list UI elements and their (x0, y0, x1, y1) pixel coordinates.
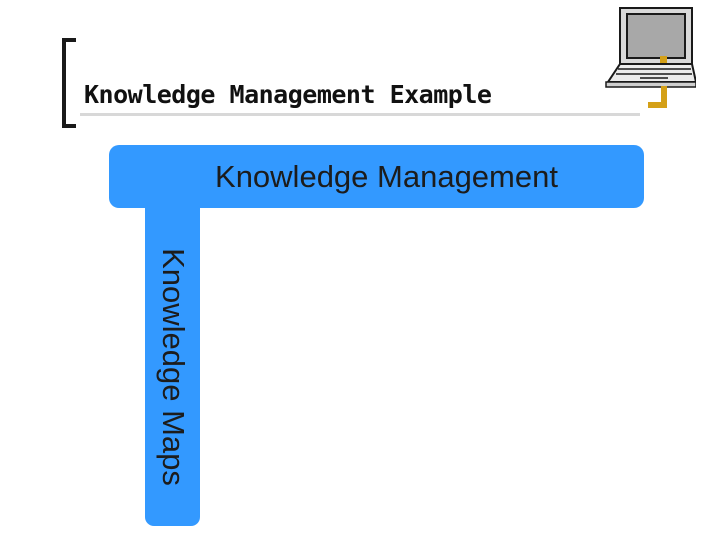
knowledge-maps-bar: Knowledge Maps (145, 208, 200, 526)
slide-title: Knowledge Management Example (84, 80, 492, 109)
corner-accent-icon (648, 86, 667, 108)
knowledge-maps-label: Knowledge Maps (155, 248, 191, 486)
knowledge-management-bar: Knowledge Management (109, 145, 644, 208)
title-underline (80, 113, 640, 116)
title-bracket (62, 38, 76, 128)
laptop-icon (605, 7, 696, 88)
knowledge-management-label: Knowledge Management (215, 159, 558, 194)
